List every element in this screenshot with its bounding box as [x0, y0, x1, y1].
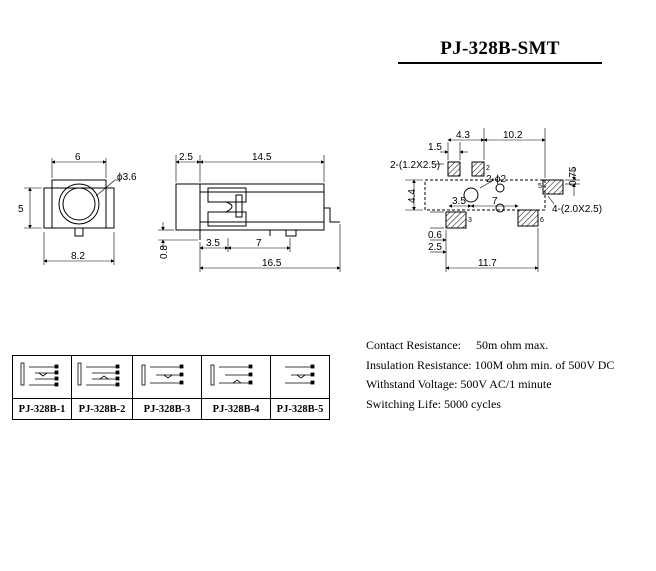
fp-hole-label: 2-ϕ2	[486, 174, 506, 185]
variant-2-schematic	[71, 355, 133, 399]
schematic-icon	[20, 362, 59, 386]
front-hole-label: ϕ3.6	[117, 172, 137, 183]
drawing-title: PJ-328B-SMT	[440, 38, 560, 59]
fp-11-7-label: 11.7	[478, 258, 497, 269]
variant-5-schematic	[270, 355, 330, 399]
side-pin2-label: 7	[256, 238, 262, 249]
front-height-label: 5	[18, 204, 24, 215]
title-underline	[398, 62, 602, 64]
variant-2-name: PJ-328B-2	[71, 398, 133, 420]
fp-4-4-label: 4.4	[407, 189, 418, 203]
side-left-label: 2.5	[179, 152, 193, 163]
front-bottom-width-label: 8.2	[71, 251, 85, 262]
fp-pad-label: 4-(2.0X2.5)	[552, 204, 602, 215]
spec-contact-resistance: Contact Resistance: 50m ohm max.	[366, 338, 549, 352]
variant-5-name: PJ-328B-5	[270, 398, 330, 420]
fp-pin-6: 6	[540, 217, 544, 224]
fp-1-5-label: 1.5	[428, 142, 442, 153]
side-view	[158, 155, 341, 272]
fp-pin-2: 2	[486, 165, 490, 172]
fp-pin-5: 5	[538, 183, 542, 190]
variant-1-schematic	[12, 355, 72, 399]
variant-3-name: PJ-328B-3	[132, 398, 202, 420]
fp-0-75-label: 0.75	[568, 166, 579, 186]
spec-withstand-voltage: Withstand Voltage: 500V AC/1 minute	[366, 377, 552, 391]
fp-slot-label: 2-(1.2X2.5)	[390, 160, 440, 171]
spec-list: Contact Resistance: 50m ohm max. Insulat…	[366, 336, 614, 414]
schematic-icon	[77, 362, 120, 386]
front-width-label: 6	[75, 152, 81, 163]
schematic-icon	[210, 364, 253, 385]
fp-2-5-label: 2.5	[428, 242, 442, 253]
schematic-icon	[141, 364, 184, 385]
fp-4-3-label: 4.3	[456, 130, 470, 141]
side-pin1-label: 3.5	[206, 238, 220, 249]
fp-0-6-label: 0.6	[428, 230, 442, 241]
fp-3-5-label: 3.5	[452, 196, 466, 207]
spec-insulation-resistance: Insulation Resistance: 100M ohm min. of …	[366, 357, 615, 372]
variant-4-name: PJ-328B-4	[201, 398, 271, 420]
fp-pin-3: 3	[468, 217, 472, 224]
fp-7-label: 7	[492, 196, 498, 207]
footprint-view	[405, 128, 580, 272]
side-pin-height-label: 0.8	[159, 245, 170, 259]
schematic-icon	[285, 364, 315, 384]
variant-3-schematic	[132, 355, 202, 399]
spec-switching-life: Switching Life: 5000 cycles	[366, 396, 501, 411]
fp-10-2-label: 10.2	[503, 130, 523, 141]
side-length-label: 14.5	[252, 152, 272, 163]
variant-4-schematic	[201, 355, 271, 399]
front-view	[24, 158, 120, 265]
side-total-label: 16.5	[262, 258, 282, 269]
variant-1-name: PJ-328B-1	[12, 398, 72, 420]
variant-table: PJ-328B-1 PJ-328B-2 PJ-328B-3 PJ-328B-4 …	[12, 355, 330, 420]
